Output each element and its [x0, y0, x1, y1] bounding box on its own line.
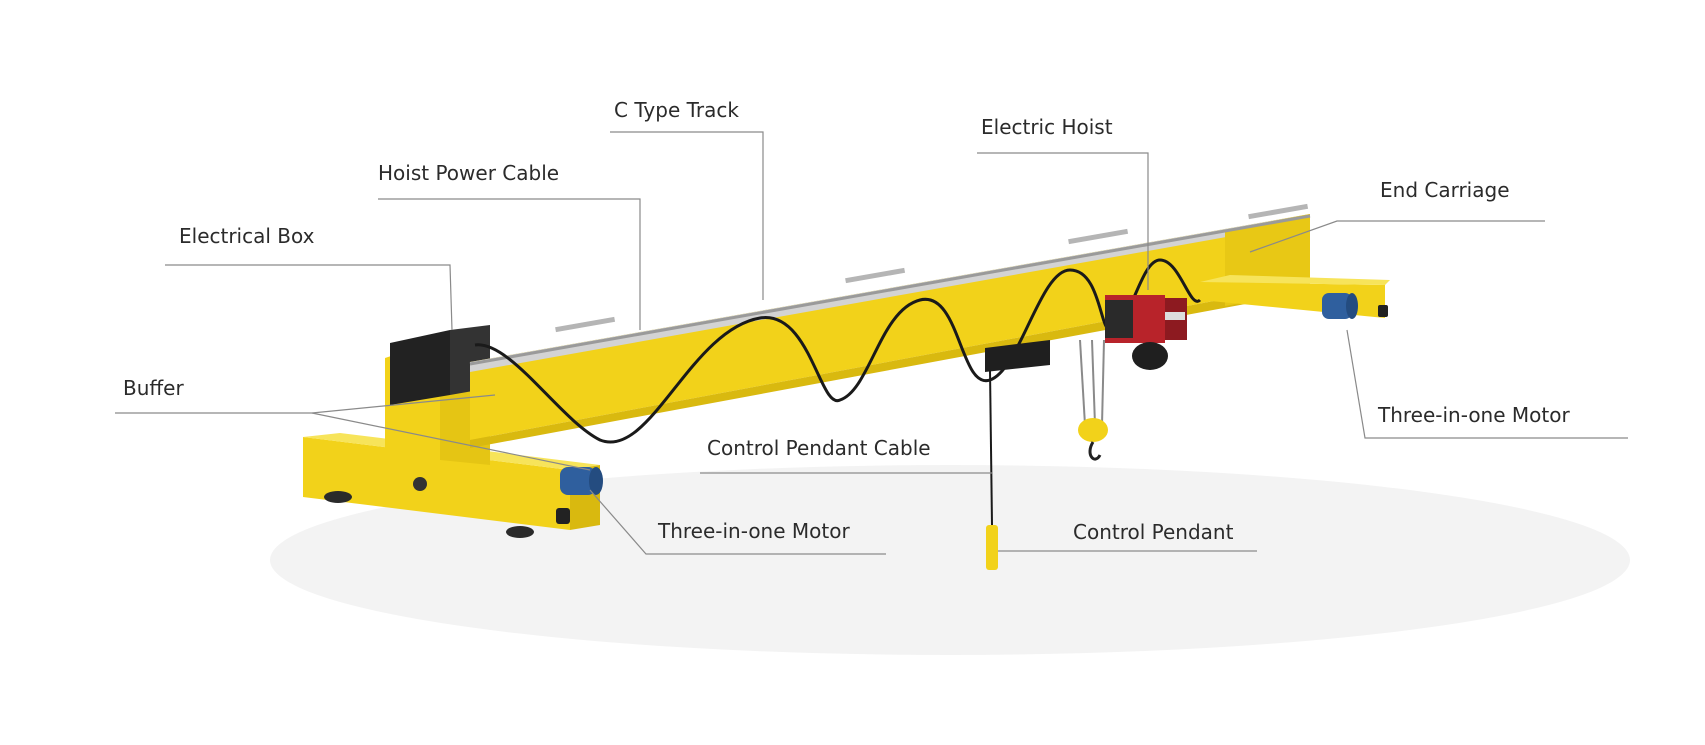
- label-control-pendant-cable: Control Pendant Cable: [707, 436, 931, 460]
- leader-c-type-track: [610, 131, 764, 300]
- label-three-in-one-motor-left: Three-in-one Motor: [657, 519, 850, 543]
- leader-three-in-one-motor-right: [1346, 329, 1628, 439]
- label-buffer: Buffer: [123, 376, 184, 400]
- right-end-carriage: [1200, 275, 1390, 318]
- leader-electric-hoist: [977, 152, 1149, 290]
- control-pendant: [986, 525, 998, 570]
- label-three-in-one-motor-right: Three-in-one Motor: [1377, 403, 1570, 427]
- label-end-carriage: End Carriage: [1380, 178, 1510, 202]
- three-in-one-motor-right: [1322, 293, 1358, 319]
- leader-end-carriage: [1249, 220, 1545, 253]
- electric-hoist: [1079, 295, 1187, 426]
- pendant-junction-box: [985, 340, 1050, 372]
- leader-electrical-box: [165, 264, 453, 331]
- three-in-one-motor-left: [560, 467, 603, 495]
- c-type-track: [469, 203, 1311, 366]
- label-control-pendant: Control Pendant: [1073, 520, 1234, 544]
- leader-three-in-one-motor-left: [589, 489, 886, 555]
- label-electric-hoist: Electric Hoist: [981, 115, 1113, 139]
- hook-block: [1078, 418, 1108, 461]
- label-hoist-power-cable: Hoist Power Cable: [378, 161, 559, 185]
- leader-hoist-power-cable: [378, 198, 641, 330]
- leader-buffer-2: [311, 412, 591, 471]
- label-c-type-track: C Type Track: [614, 98, 739, 122]
- label-electrical-box: Electrical Box: [179, 224, 315, 248]
- control-pendant-cable: [989, 369, 993, 526]
